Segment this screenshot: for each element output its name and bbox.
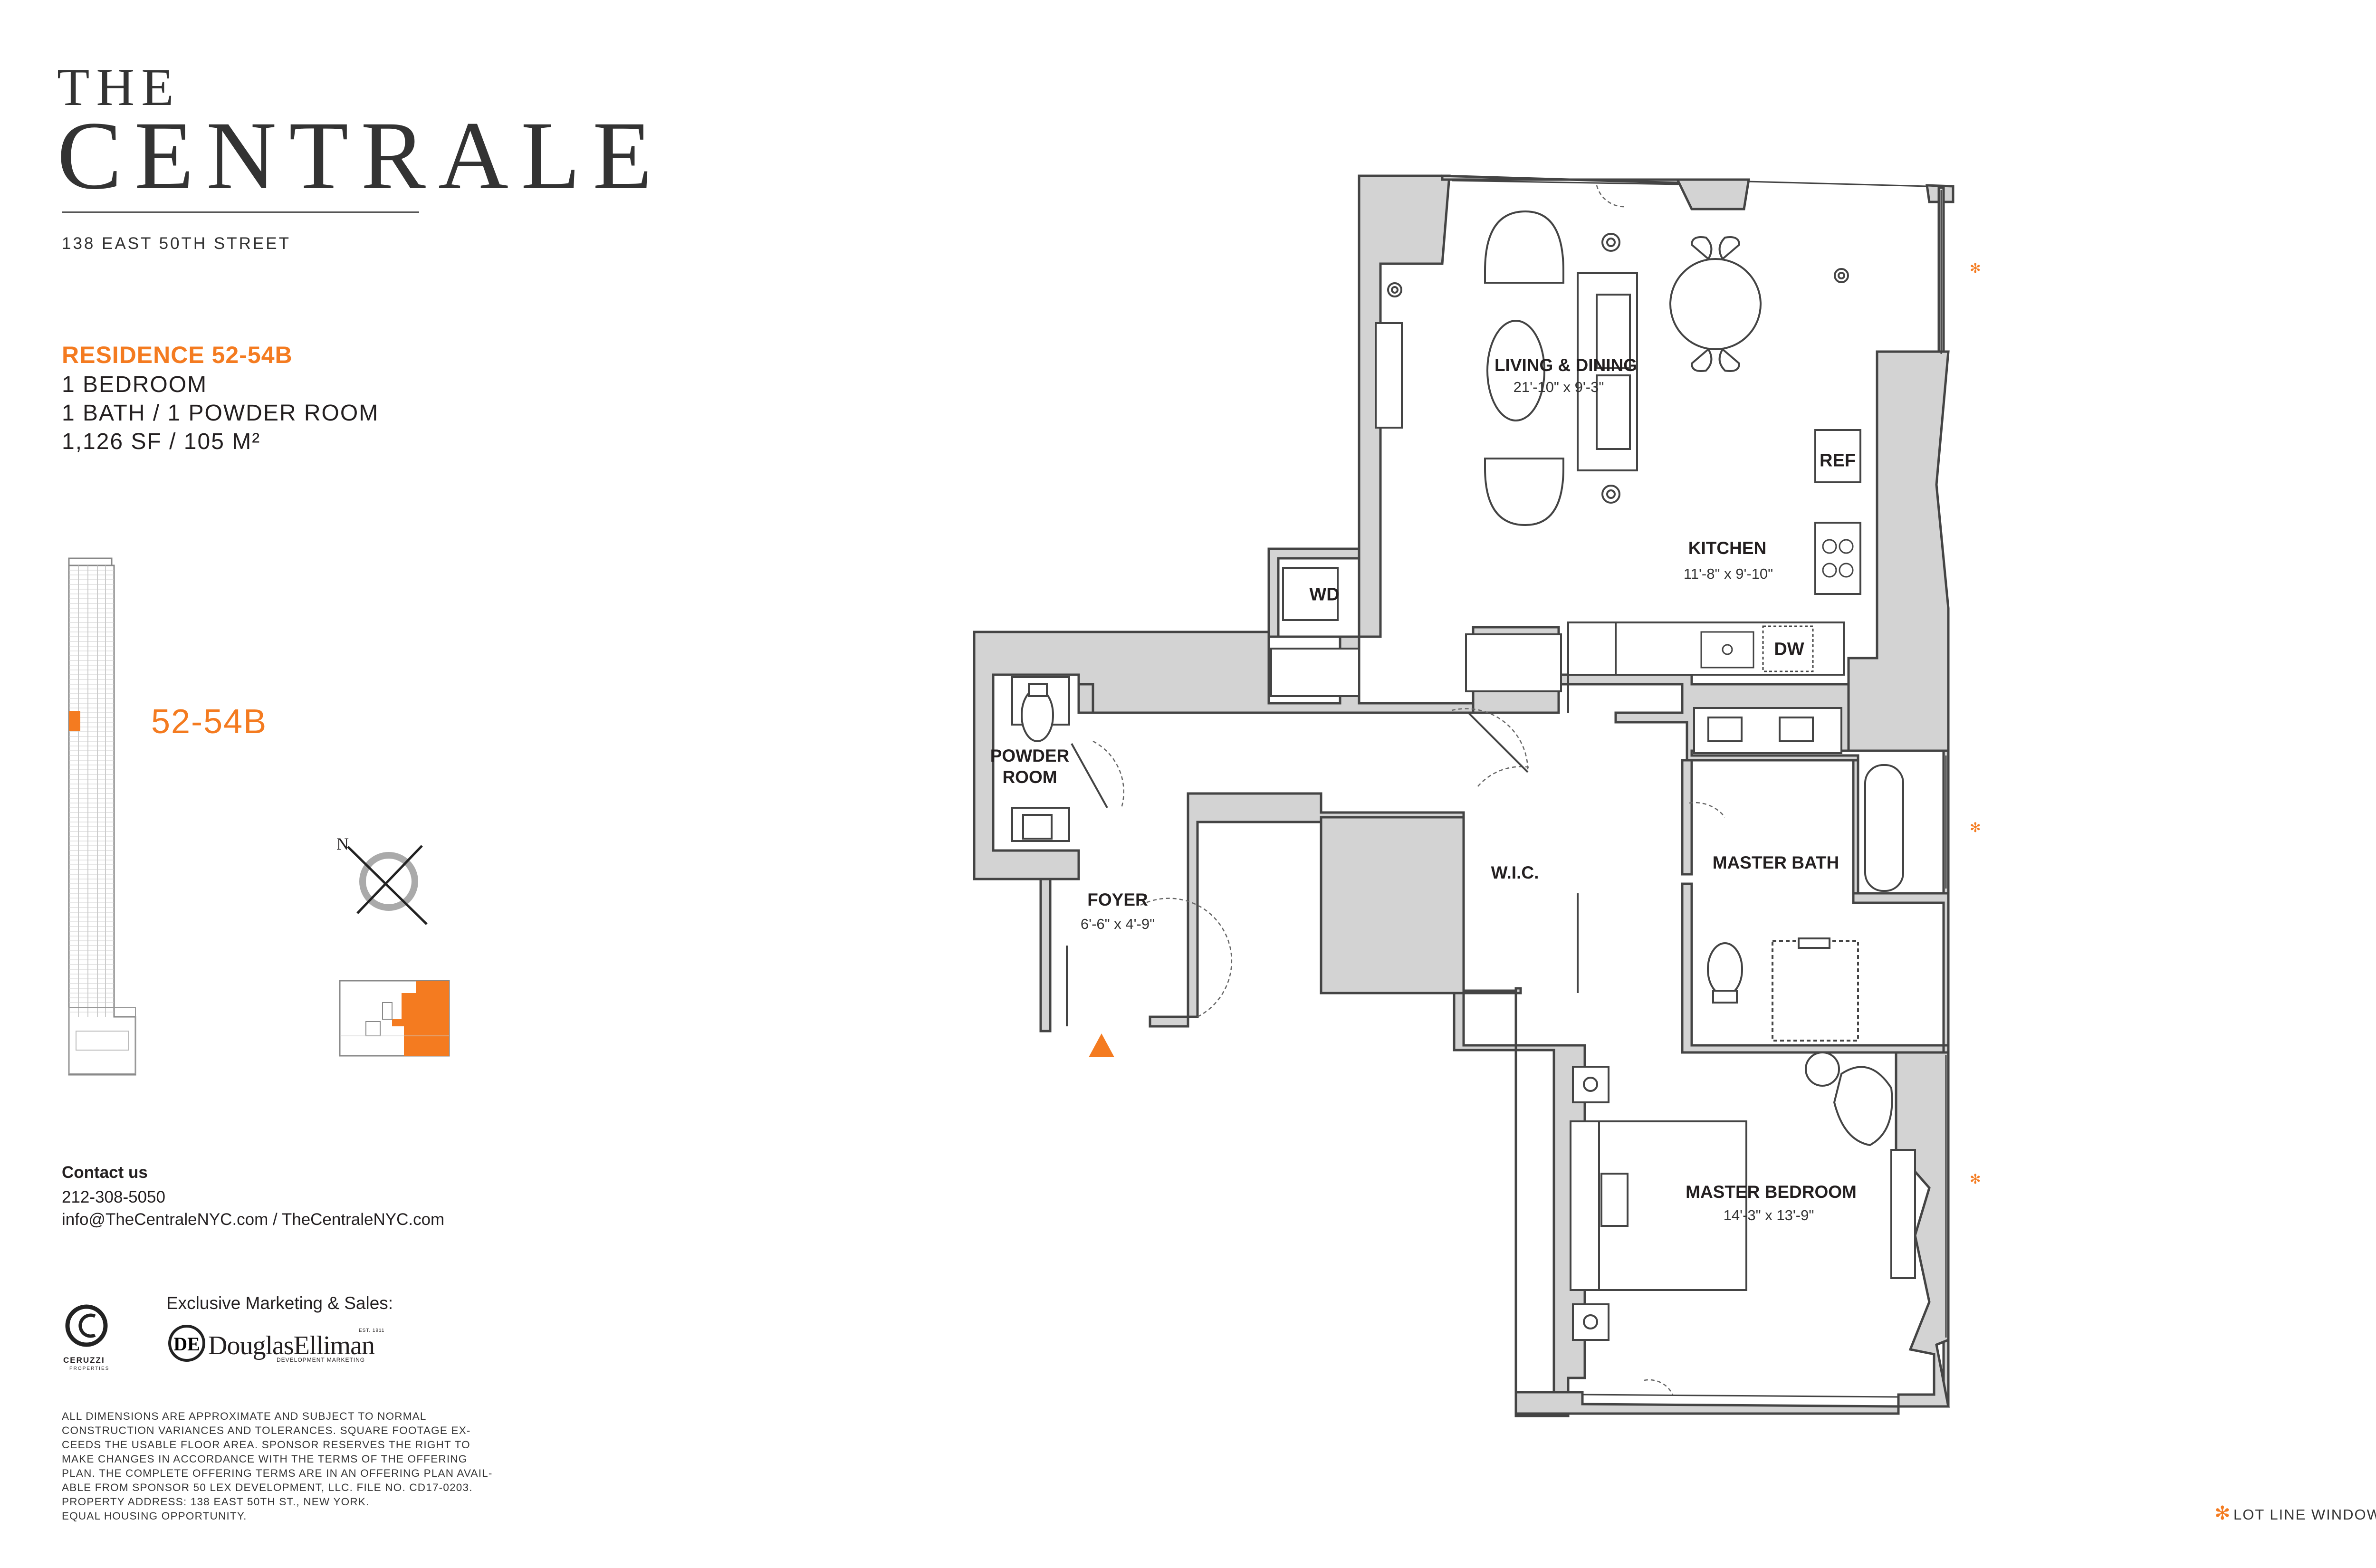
contact-heading: Contact us	[62, 1163, 148, 1182]
lot-line-legend-label: LOT LINE WINDOWS	[2233, 1506, 2376, 1523]
toilet-master	[1707, 942, 1743, 996]
armchair-north	[1484, 210, 1564, 284]
disclaimer-line: ALL DIMENSIONS ARE APPROXIMATE AND SUBJE…	[62, 1410, 427, 1422]
coffee-table	[1486, 320, 1545, 421]
appliance-dishwasher: DW	[1774, 639, 1804, 660]
douglas-elliman-sub: DEVELOPMENT MARKETING	[277, 1357, 365, 1363]
residence-title: RESIDENCE 52-54B	[62, 342, 293, 368]
residence-bedrooms: 1 BEDROOM	[62, 372, 208, 397]
room-label-master-bedroom: MASTER BEDROOM	[1686, 1182, 1857, 1202]
disclaimer-line: PROPERTY ADDRESS: 138 EAST 50TH ST., NEW…	[62, 1496, 370, 1508]
room-label-master-bath: MASTER BATH	[1712, 853, 1839, 872]
brand-logo-name: CENTRALE	[57, 102, 665, 210]
armchair-south	[1484, 458, 1564, 526]
ceruzzi-logo-text: CERUZZI	[63, 1356, 105, 1365]
contact-email-web[interactable]: info@TheCentraleNYC.com / TheCentraleNYC…	[62, 1210, 445, 1229]
dining-table	[1669, 258, 1762, 350]
disclaimer-line: MAKE CHANGES IN ACCORDANCE WITH THE TERM…	[62, 1453, 468, 1465]
douglas-elliman-logo-text: DouglasElliman	[208, 1331, 375, 1360]
lot-line-window-marker: ✻	[1970, 1172, 1981, 1186]
bedroom-armchair	[1833, 1066, 1893, 1147]
disclaimer-line: ABLE FROM SPONSOR 50 LEX DEVELOPMENT, LL…	[62, 1482, 473, 1493]
building-address: 138 EAST 50TH STREET	[62, 234, 291, 253]
douglas-elliman-est: EST. 1911	[359, 1328, 385, 1333]
marketing-label: Exclusive Marketing & Sales:	[166, 1293, 393, 1313]
entry-arrow-icon	[1089, 1033, 1114, 1057]
brand-divider	[62, 211, 419, 213]
disclaimer-line: CONSTRUCTION VARIANCES AND TOLERANCES. S…	[62, 1425, 471, 1436]
compass-north-label: N	[336, 834, 349, 853]
brand-the: THE	[57, 58, 181, 117]
contact-phone[interactable]: 212-308-5050	[62, 1188, 165, 1206]
lot-line-window-marker: ✻	[1970, 261, 1981, 276]
room-label-wic: W.I.C.	[1491, 863, 1539, 882]
appliance-washer-dryer: WD	[1309, 584, 1340, 605]
residence-baths: 1 BATH / 1 POWDER ROOM	[62, 401, 379, 426]
ceruzzi-logo-sub: PROPERTIES	[69, 1366, 110, 1371]
bathtub	[1864, 764, 1904, 892]
room-label-kitchen: KITCHEN	[1688, 538, 1767, 558]
unit-tag: 52-54B	[151, 703, 268, 741]
disclaimer-line: EQUAL HOUSING OPPORTUNITY.	[62, 1510, 247, 1522]
room-label-powder: POWDER	[990, 746, 1070, 765]
residence-area: 1,126 SF / 105 M²	[62, 429, 261, 454]
lot-line-window-marker: ✻	[1970, 820, 1981, 835]
room-label-foyer: FOYER	[1087, 890, 1148, 909]
room-label-living: LIVING & DINING	[1494, 355, 1638, 375]
room-label-powder-2: ROOM	[1002, 767, 1057, 787]
room-dim-kitchen: 11'-8" x 9'-10"	[1683, 565, 1773, 582]
legal-disclaimer: ALL DIMENSIONS ARE APPROXIMATE AND SUBJE…	[62, 1409, 532, 1523]
appliance-refrigerator: REF	[1820, 450, 1856, 471]
disclaimer-line: PLAN. THE COMPLETE OFFERING TERMS ARE IN…	[62, 1467, 493, 1479]
lot-line-legend-icon: ✻	[2214, 1503, 2231, 1524]
room-dim-living: 21'-10" x 9'-3"	[1513, 379, 1604, 395]
wall-living-west	[1358, 174, 1451, 638]
room-dim-foyer: 6'-6" x 4'-9"	[1080, 916, 1155, 932]
disclaimer-line: CEEDS THE USABLE FLOOR AREA. SPONSOR RES…	[62, 1439, 470, 1451]
room-dim-master-bedroom: 14'-3" x 13'-9"	[1723, 1207, 1814, 1224]
wall-column-top	[1676, 178, 1750, 210]
